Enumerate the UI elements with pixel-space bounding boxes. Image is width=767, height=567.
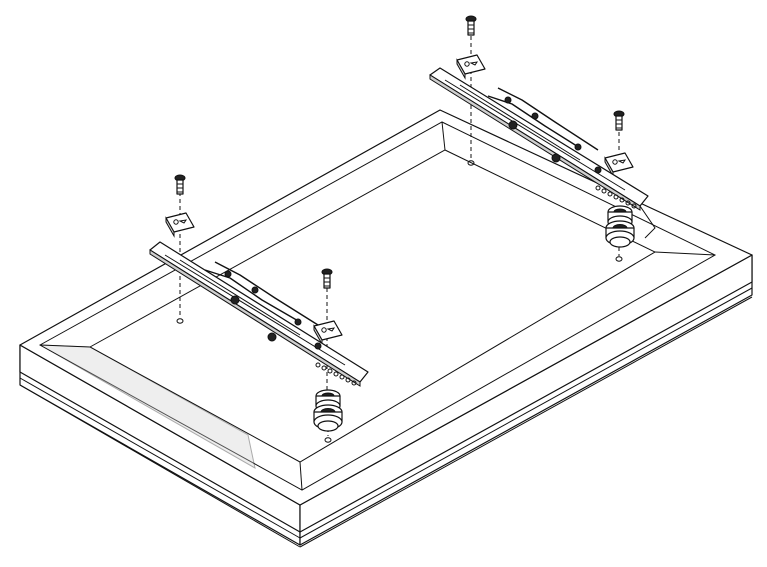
bracket-hole-row — [595, 185, 637, 209]
bracket-hole-row — [315, 362, 357, 386]
screw-icon — [321, 268, 333, 289]
screw-icon — [613, 110, 625, 131]
screw-icon — [174, 174, 186, 195]
mounting-bracket — [149, 241, 369, 387]
panel-back-face — [19, 109, 753, 506]
tv-panel — [19, 109, 753, 548]
right-mount-assembly — [429, 15, 656, 262]
mount-hole — [324, 437, 332, 443]
screw-icon — [465, 15, 477, 36]
mount-hole — [615, 256, 623, 262]
spacer-stack-icon — [605, 205, 635, 248]
left-mount-assembly — [149, 174, 369, 443]
washer-plate-icon — [456, 54, 486, 80]
washer-plate-icon — [165, 212, 195, 238]
mount-hole — [467, 160, 475, 166]
spacer-stack-icon — [313, 389, 343, 432]
mount-hole — [176, 318, 184, 324]
mounting-bracket — [429, 67, 656, 239]
